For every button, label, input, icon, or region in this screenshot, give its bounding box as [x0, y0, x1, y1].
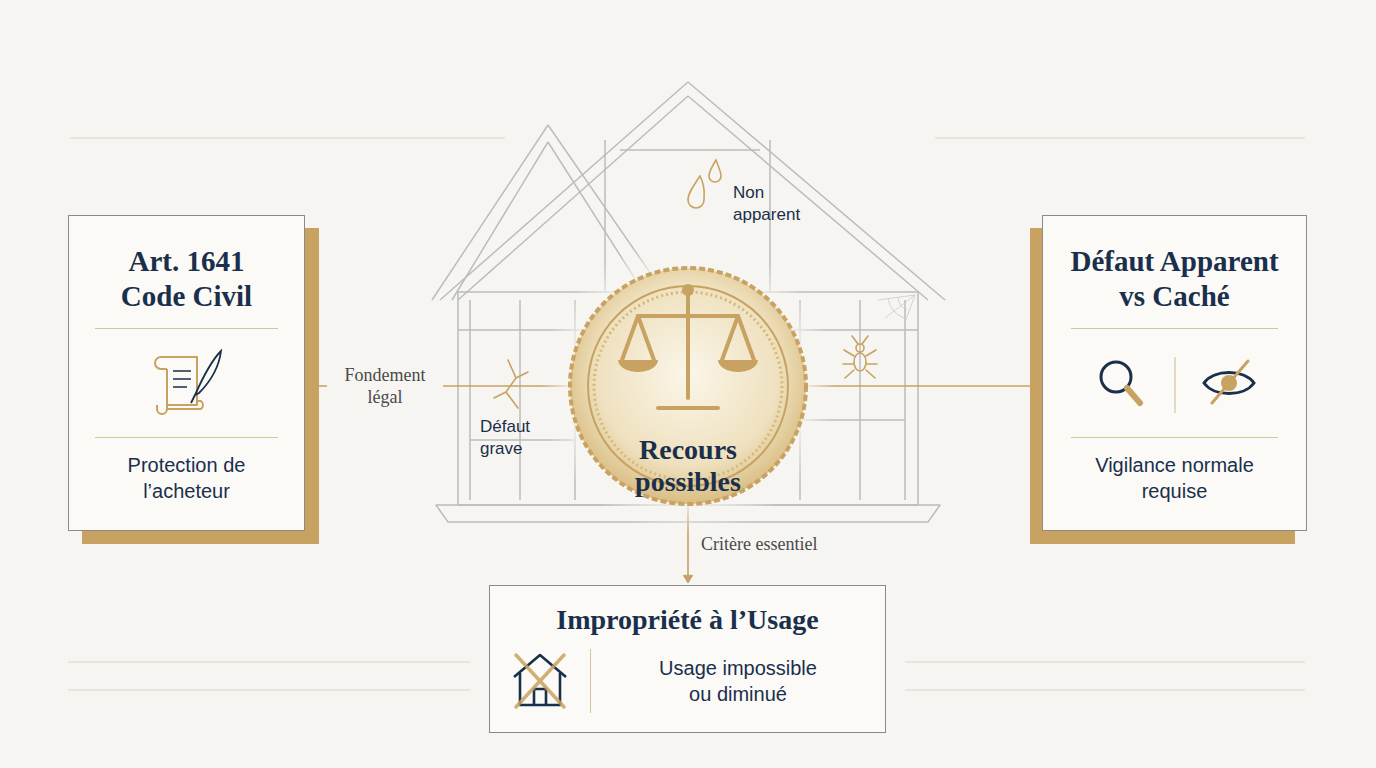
seal-node: Recours possibles	[570, 268, 806, 504]
box-body: Protection de l’acheteur	[97, 452, 277, 504]
info-box: Défaut Apparent vs CachéVigilance normal…	[1042, 215, 1307, 531]
crossed-house-icon	[508, 647, 572, 711]
box-body: Vigilance normale requise	[1075, 452, 1275, 504]
illustration-label: Non apparent	[733, 182, 833, 226]
arrow-head	[1032, 381, 1040, 390]
info-box: Art. 1641 Code CivilProtection de l’ache…	[68, 215, 305, 531]
icon-holder	[508, 647, 572, 715]
box-heading: Impropriété à l’Usage	[556, 602, 818, 637]
connector-arrow	[806, 381, 1040, 390]
body-holder: Usage impossible ou diminué	[609, 655, 867, 707]
box-heading: Défaut Apparent vs Caché	[1057, 244, 1292, 314]
info-box: Impropriété à l’UsageUsage impossible ou…	[489, 585, 886, 733]
connector-label: Fondement légal	[327, 363, 443, 409]
box-heading: Art. 1641 Code Civil	[97, 244, 277, 314]
illustration-label: Défaut grave	[480, 416, 556, 460]
separator-line	[1071, 328, 1278, 329]
icon-holder	[147, 343, 227, 423]
box-row: Usage impossible ou diminué	[508, 647, 867, 715]
connector-line	[806, 385, 1040, 387]
connector-label: Critère essentiel	[698, 532, 820, 556]
separator-line	[590, 649, 591, 713]
scroll-quill-icon	[147, 347, 227, 419]
arrow-head	[683, 575, 692, 583]
separator-line	[95, 437, 277, 438]
separator-line	[95, 328, 277, 329]
separator-line	[1071, 437, 1278, 438]
icon-holder	[1080, 343, 1270, 423]
arrow-head	[307, 381, 315, 390]
magnifier-eye-icons	[1080, 347, 1270, 419]
seal-label: Recours possibles	[608, 434, 768, 498]
box-body: Usage impossible ou diminué	[646, 655, 831, 707]
